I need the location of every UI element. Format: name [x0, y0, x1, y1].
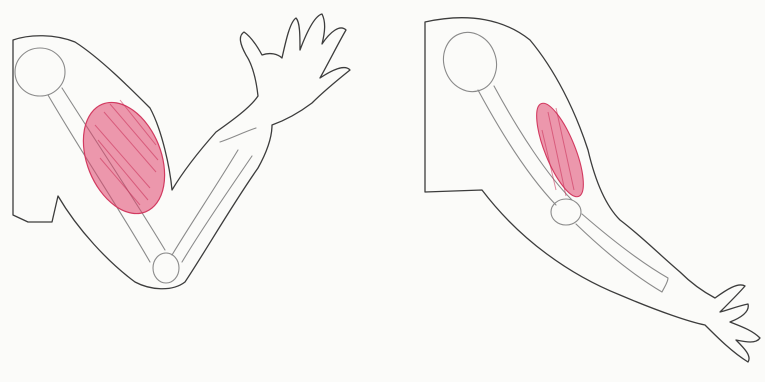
extended-arm-outline [425, 18, 760, 362]
elbow-joint [551, 199, 581, 225]
elbow-joint [153, 253, 179, 283]
extended-arm-drawing [425, 18, 760, 362]
humerus-head [435, 25, 504, 99]
flexed-arm-outline [13, 14, 350, 289]
flexed-arm-drawing [13, 14, 350, 289]
forearm-bones [172, 128, 256, 262]
forearm-bones [576, 214, 668, 292]
humerus-head [15, 48, 65, 96]
